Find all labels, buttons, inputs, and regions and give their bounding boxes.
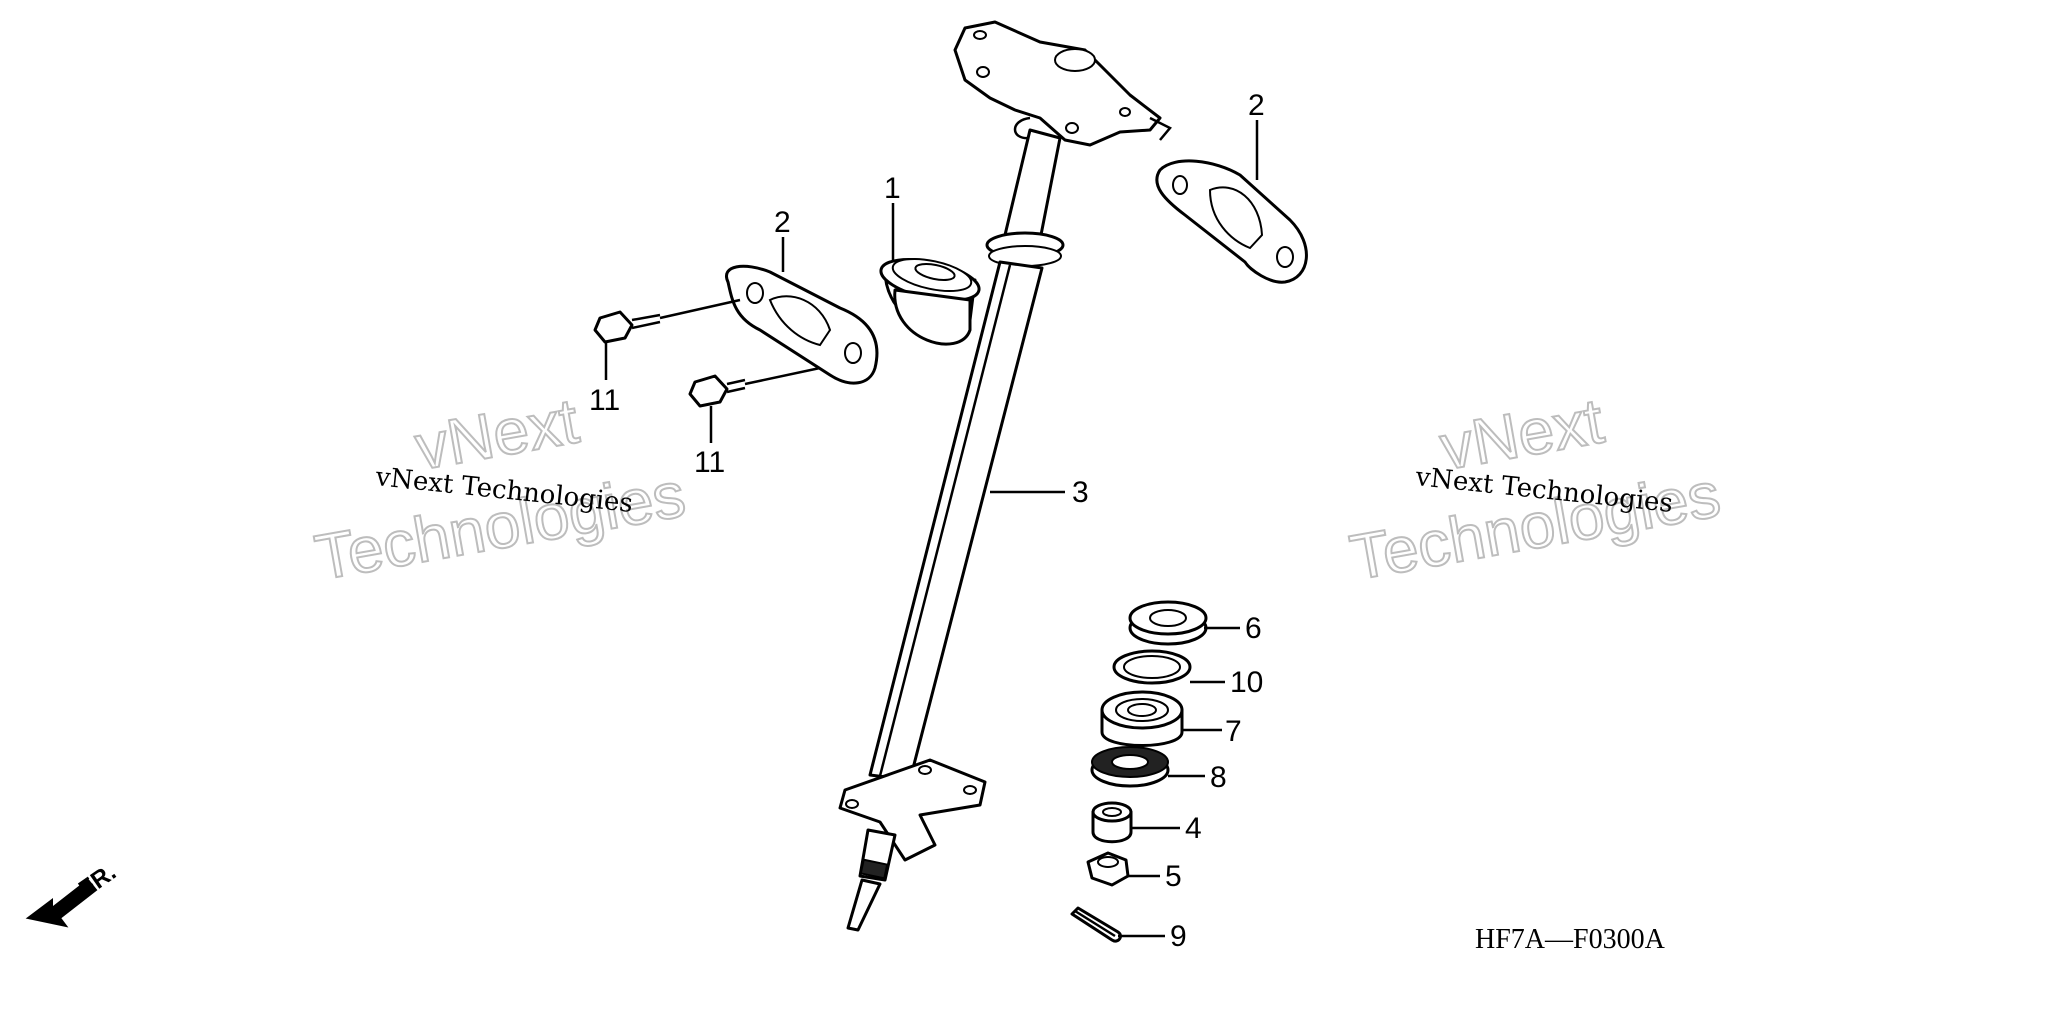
callout-10: 10	[1230, 666, 1263, 699]
castle-nut	[1086, 851, 1130, 887]
front-direction-arrow-icon	[25, 878, 98, 928]
callout-7: 7	[1225, 715, 1242, 748]
callout-4: 4	[1185, 812, 1202, 845]
bushing	[879, 257, 981, 346]
callout-5: 5	[1165, 860, 1182, 893]
callout-labels: 1 2 2 3 4 5 6 7 8 9 10 11 11	[589, 89, 1265, 953]
circlip	[1112, 649, 1192, 685]
callout-6: 6	[1245, 612, 1262, 645]
flange-bolt-upper	[593, 310, 661, 344]
callout-9: 9	[1170, 920, 1187, 953]
callout-2-left: 2	[774, 206, 791, 239]
callout-leaders	[604, 120, 1259, 938]
callout-2-right: 2	[1248, 89, 1265, 122]
callout-11-lower: 11	[694, 446, 725, 479]
watermark-left: vNext Technologies vNext Technologies	[309, 383, 691, 594]
callout-8: 8	[1210, 761, 1227, 794]
watermark-right: vNext Technologies vNext Technologies	[1344, 383, 1726, 594]
shaft-holder-right	[1155, 159, 1308, 284]
flange-bolt-lower	[688, 374, 746, 408]
cotter-pin	[1070, 906, 1122, 943]
diagram-code: HF7A—F0300A	[1475, 924, 1666, 955]
shaft-holder-left	[725, 264, 879, 385]
callout-3: 3	[1072, 476, 1089, 509]
collar	[1091, 801, 1133, 844]
dust-seal	[1128, 600, 1208, 646]
ball-bearing	[1100, 690, 1184, 747]
callout-1: 1	[884, 172, 901, 205]
callout-11-upper: 11	[589, 384, 620, 417]
front-indicator: FR.	[25, 859, 121, 928]
steering-shaft	[838, 20, 1172, 932]
oil-seal	[1090, 746, 1170, 788]
